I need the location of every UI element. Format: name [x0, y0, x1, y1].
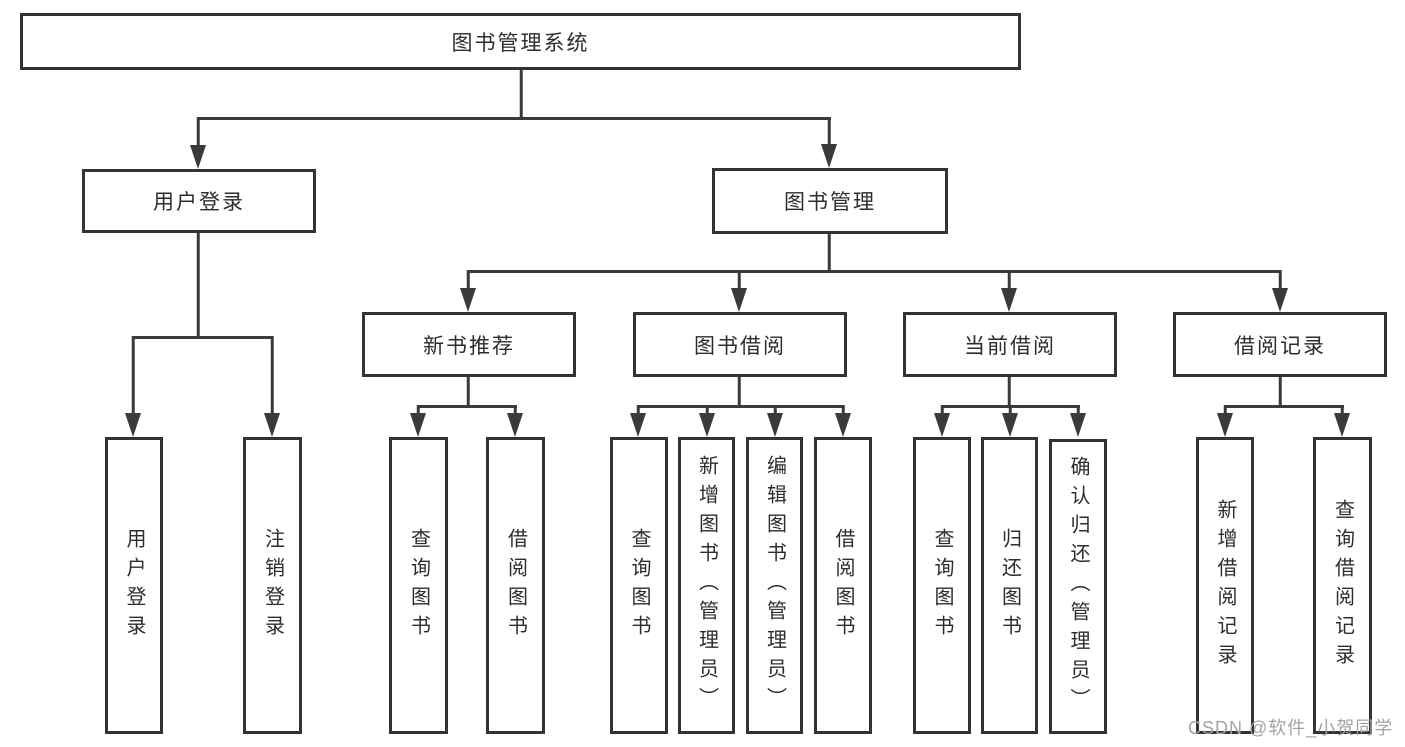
edge-bb-leaf1-stem	[636, 405, 640, 415]
edge-br-leaf1-stem	[1223, 405, 1227, 415]
edge-borrow-records-drop	[1278, 377, 1282, 407]
edge-bb-leaf2-stem	[705, 405, 709, 415]
arrow-nb-leaf2	[507, 413, 523, 437]
leaf-logout: 注销登录	[243, 437, 302, 734]
leaf-cb-query-books: 查询图书	[913, 437, 971, 734]
leaf-cb-return-books-label: 归还图书	[998, 527, 1021, 644]
leaf-cb-confirm-return-admin: 确认归还（管理员）	[1049, 439, 1107, 734]
edge-new-books-stem	[466, 270, 470, 292]
arrow-leaf-logout	[264, 413, 280, 437]
node-book-mgmt: 图书管理	[712, 168, 948, 234]
leaf-user-login-label: 用户登录	[123, 527, 145, 644]
leaf-br-query-record: 查询借阅记录	[1313, 437, 1372, 734]
arrow-bb-leaf2	[699, 413, 715, 437]
arrow-br-leaf1	[1217, 413, 1233, 437]
arrow-br-leaf2	[1334, 413, 1350, 437]
leaf-nb-borrow-books-label: 借阅图书	[504, 527, 527, 644]
leaf-br-query-record-label: 查询借阅记录	[1331, 498, 1354, 673]
node-book-borrow: 图书借阅	[633, 312, 847, 377]
arrow-book-mgmt	[821, 144, 837, 168]
leaf-cb-query-books-label: 查询图书	[931, 527, 953, 644]
edge-cb-leaf1-stem	[940, 405, 944, 415]
watermark: CSDN @软件_小贺同学	[1188, 718, 1394, 738]
node-user-login: 用户登录	[82, 169, 316, 233]
edge-user-login-stem	[196, 117, 200, 147]
leaf-bb-query-books-label: 查询图书	[628, 527, 650, 644]
node-current-borrow: 当前借阅	[903, 312, 1117, 377]
edge-book-mgmt-stem	[827, 117, 831, 147]
leaf-user-login: 用户登录	[105, 437, 163, 734]
leaf-bb-borrow-books-label: 借阅图书	[832, 527, 854, 644]
leaf-bb-query-books: 查询图书	[610, 437, 668, 734]
arrow-bb-leaf1	[630, 413, 646, 437]
leaf-br-add-record-label: 新增借阅记录	[1214, 498, 1236, 673]
edge-br-leaf2-stem	[1340, 405, 1344, 415]
edge-borrow-records-stem	[1278, 270, 1282, 292]
edge-bb-leaf4-stem	[841, 405, 845, 415]
edge-cb-leaf2-stem	[1008, 405, 1012, 415]
edge-new-books-drop	[466, 377, 470, 407]
edge-book-borrow-drop	[737, 377, 741, 407]
arrow-bb-leaf3	[767, 413, 783, 437]
edge-borrow-records-rail	[1224, 405, 1344, 408]
leaf-cb-confirm-return-admin-label: 确认归还（管理员）	[1067, 456, 1089, 717]
edge-level2-rail	[467, 270, 1281, 273]
arrow-cb-leaf3	[1070, 413, 1086, 437]
leaf-logout-label: 注销登录	[261, 527, 284, 644]
leaf-bb-borrow-books: 借阅图书	[814, 437, 872, 734]
edge-leaf-login-stem	[131, 336, 135, 416]
arrow-cb-leaf1	[934, 413, 950, 437]
edge-book-mgmt-drop	[827, 234, 831, 272]
arrow-user-login	[190, 145, 206, 169]
arrow-book-borrow	[731, 288, 747, 312]
edge-user-login-drop	[196, 233, 200, 337]
arrow-cb-leaf2	[1002, 413, 1018, 437]
leaf-br-add-record: 新增借阅记录	[1196, 437, 1254, 734]
edge-nb-leaf1-stem	[416, 405, 420, 415]
arrow-current-borrow	[1001, 288, 1017, 312]
node-borrow-records: 借阅记录	[1173, 312, 1387, 377]
arrow-borrow-records	[1272, 288, 1288, 312]
leaf-bb-add-books-admin: 新增图书（管理员）	[678, 437, 735, 734]
arrow-nb-leaf1	[410, 413, 426, 437]
edge-nb-leaf2-stem	[513, 405, 517, 415]
arrow-bb-leaf4	[835, 413, 851, 437]
edge-user-login-rail	[132, 336, 273, 339]
arrow-new-books	[460, 288, 476, 312]
edge-bb-leaf3-stem	[773, 405, 777, 415]
leaf-bb-add-books-admin-label: 新增图书（管理员）	[695, 455, 718, 716]
node-root: 图书管理系统	[20, 13, 1021, 70]
edge-new-books-rail	[417, 405, 517, 408]
edge-root-drop	[519, 69, 523, 118]
edge-book-borrow-rail	[637, 405, 844, 408]
edge-level1-rail	[197, 117, 831, 120]
arrow-leaf-login	[125, 413, 141, 437]
leaf-cb-return-books: 归还图书	[981, 437, 1038, 734]
leaf-bb-edit-books-admin: 编辑图书（管理员）	[746, 437, 803, 734]
leaf-bb-edit-books-admin-label: 编辑图书（管理员）	[763, 455, 786, 716]
leaf-nb-query-books-label: 查询图书	[407, 527, 430, 644]
edge-leaf-logout-stem	[270, 336, 274, 416]
node-new-books: 新书推荐	[362, 312, 576, 377]
edge-current-borrow-drop	[1007, 377, 1011, 407]
leaf-nb-borrow-books: 借阅图书	[486, 437, 545, 734]
leaf-nb-query-books: 查询图书	[389, 437, 448, 734]
edge-book-borrow-stem	[737, 270, 741, 292]
edge-cb-leaf3-stem	[1076, 405, 1080, 415]
edge-current-borrow-stem	[1007, 270, 1011, 292]
